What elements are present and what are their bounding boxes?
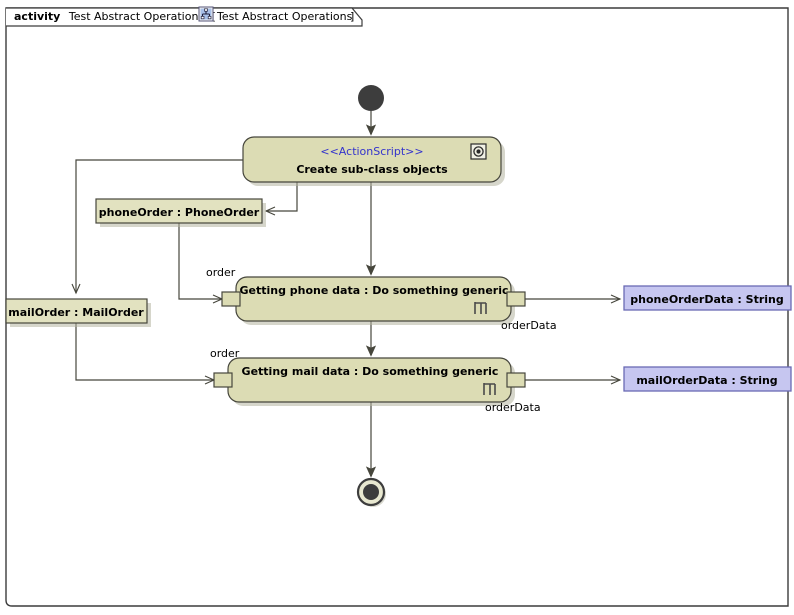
action-stereotype: <<ActionScript>> bbox=[320, 145, 423, 158]
object-body bbox=[5, 298, 148, 324]
action-label: Create sub-class objects bbox=[296, 163, 448, 176]
script-gear-icon[interactable] bbox=[470, 143, 487, 160]
object-body bbox=[95, 198, 263, 224]
frame-title-tab bbox=[6, 7, 363, 27]
phone-order-object-node[interactable]: phoneOrder : PhoneOrder bbox=[95, 198, 266, 227]
frame-inner-name: Test Abstract Operations bbox=[216, 10, 353, 23]
create-sub-class-objects-action[interactable]: <<ActionScript>> Create sub-class object… bbox=[242, 136, 505, 186]
phone-order-data-node[interactable]: phoneOrderData : String bbox=[623, 285, 792, 311]
activity-diagram-icon bbox=[198, 6, 214, 22]
action-body bbox=[242, 136, 502, 183]
datastore-body bbox=[623, 285, 792, 311]
frame-name: Test Abstract Operations bbox=[68, 10, 205, 23]
mail-input-pin-label: order bbox=[210, 347, 240, 360]
getting-mail-data-action[interactable]: Getting mail data : Do something generic bbox=[213, 357, 526, 406]
mail-order-object-node[interactable]: mailOrder : MailOrder bbox=[5, 298, 151, 327]
edge-phoneorder-to-phonedata-pin bbox=[178, 223, 224, 304]
final-inner-dot bbox=[363, 484, 379, 500]
frame-bracket-close: ] bbox=[350, 10, 354, 23]
action-label: Getting phone data : Do something generi… bbox=[239, 284, 508, 297]
phone-data-input-pin[interactable] bbox=[221, 291, 241, 307]
datastore-label: phoneOrderData : String bbox=[630, 293, 783, 306]
mail-data-output-pin[interactable] bbox=[506, 372, 526, 388]
rake-icon bbox=[474, 302, 487, 314]
mail-data-input-pin[interactable] bbox=[213, 372, 233, 388]
phone-output-pin-label: orderData bbox=[501, 319, 557, 332]
edge-mailorder-to-maildata-pin bbox=[75, 323, 216, 385]
datastore-label: mailOrderData : String bbox=[636, 374, 777, 387]
frame-title: activity Test Abstract Operations [ bbox=[14, 10, 216, 23]
edge-create-to-phoneorder bbox=[264, 182, 298, 216]
edge-create-to-mailorder bbox=[71, 159, 243, 295]
mail-output-pin-label: orderData bbox=[485, 401, 541, 414]
rake-icon bbox=[483, 383, 496, 395]
object-label: mailOrder : MailOrder bbox=[8, 306, 144, 319]
frame-border bbox=[5, 7, 789, 607]
mail-order-data-node[interactable]: mailOrderData : String bbox=[623, 366, 792, 392]
datastore-body bbox=[623, 366, 792, 392]
edges-layer bbox=[71, 111, 622, 476]
diagram-frame bbox=[5, 7, 789, 607]
activity-final-node[interactable] bbox=[356, 477, 386, 507]
frame-keyword: activity bbox=[14, 10, 60, 23]
frame-bracket-open: [ bbox=[212, 10, 216, 23]
action-label: Getting mail data : Do something generic bbox=[242, 365, 499, 378]
getting-phone-data-action[interactable]: Getting phone data : Do something generi… bbox=[221, 276, 526, 325]
phone-data-output-pin[interactable] bbox=[506, 291, 526, 307]
object-label: phoneOrder : PhoneOrder bbox=[99, 206, 260, 219]
phone-input-pin-label: order bbox=[206, 266, 236, 279]
initial-node[interactable] bbox=[358, 85, 384, 111]
